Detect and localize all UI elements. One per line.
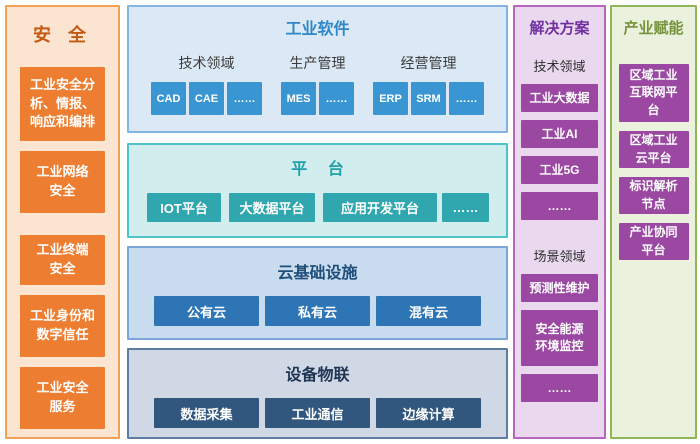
industry-chip-regional-iiot-platform: 区域工业 互联网平 台: [618, 64, 689, 122]
industry-enablement-title: 产业赋能: [623, 20, 684, 37]
device-chip-edge-computing: 边缘计算: [376, 398, 481, 428]
software-chip-erp: ERP: [373, 82, 408, 115]
software-group-tech: 技术领域 CAD CAE ……: [151, 53, 262, 115]
device-chip-row: 数据采集 工业通信 边缘计算: [129, 398, 506, 428]
platform-chip-bigdata: 大数据平台: [229, 193, 315, 222]
software-group-business: 经营管理 ERP SRM ……: [373, 53, 484, 115]
chip-row-tech: CAD CAE ……: [151, 82, 262, 115]
group-header-tech: 技术领域: [178, 55, 235, 71]
software-chip-cae: CAE: [189, 82, 224, 115]
industry-chip-id-resolution-node: 标识解析 节点: [618, 177, 689, 214]
industry-chip-collaboration-platform: 产业协同 平台: [618, 223, 689, 260]
platform-box: 平 台 IOT平台 大数据平台 应用开发平台 ……: [127, 143, 508, 238]
solutions-title: 解决方案: [529, 20, 590, 37]
security-item-network: 工业网络 安全: [20, 151, 105, 213]
middle-column: 工业软件 技术领域 CAD CAE …… 生产管理 MES ……: [127, 5, 508, 439]
security-item-analysis: 工业安全分 析、情报、 响应和编排: [20, 67, 105, 141]
software-groups-row: 技术领域 CAD CAE …… 生产管理 MES …… 经营管理: [129, 53, 506, 115]
software-chip-business-more: ……: [449, 82, 484, 115]
cloud-chip-row: 公有云 私有云 混有云: [129, 296, 506, 326]
solutions-column: 解决方案 技术领域 工业大数据 工业AI 工业5G …… 场景领域 预测性维护 …: [513, 5, 606, 439]
industry-chip-regional-cloud-platform: 区域工业 云平台: [618, 131, 689, 168]
device-iot-box: 设备物联 数据采集 工业通信 边缘计算: [127, 348, 508, 439]
industry-enablement-column: 产业赋能 区域工业 互联网平 台 区域工业 云平台 标识解析 节点 产业协同 平…: [610, 5, 697, 439]
chip-row-production: MES ……: [281, 82, 354, 115]
platform-title: 平 台: [291, 161, 352, 178]
cloud-chip-public: 公有云: [154, 296, 259, 326]
device-chip-industrial-comm: 工业通信: [265, 398, 370, 428]
security-item-terminal: 工业终端 安全: [20, 235, 105, 285]
platform-chip-iot: IOT平台: [147, 193, 221, 222]
software-chip-mes: MES: [281, 82, 316, 115]
solution-chip-bigdata: 工业大数据: [521, 84, 598, 112]
platform-chip-appdev: 应用开发平台: [323, 193, 437, 222]
industrial-software-box: 工业软件 技术领域 CAD CAE …… 生产管理 MES ……: [127, 5, 508, 133]
cloud-chip-private: 私有云: [265, 296, 370, 326]
device-iot-title: 设备物联: [285, 367, 350, 384]
group-header-business: 经营管理: [400, 55, 457, 71]
chip-row-business: ERP SRM ……: [373, 82, 484, 115]
group-header-production: 生产管理: [289, 55, 346, 71]
solutions-subheader-scene: 场景领域: [533, 249, 586, 264]
security-column: 安 全 工业安全分 析、情报、 响应和编排 工业网络 安全 工业终端 安全 工业…: [5, 5, 120, 439]
solution-chip-ai: 工业AI: [521, 120, 598, 148]
solutions-subheader-tech: 技术领域: [533, 59, 586, 74]
cloud-chip-hybrid: 混有云: [376, 296, 481, 326]
solution-chip-5g: 工业5G: [521, 156, 598, 184]
software-chip-production-more: ……: [319, 82, 354, 115]
software-group-production: 生产管理 MES ……: [281, 53, 354, 115]
security-item-identity: 工业身份和 数字信任: [20, 295, 105, 357]
security-item-service: 工业安全 服务: [20, 367, 105, 429]
solution-chip-tech-more: ……: [521, 192, 598, 220]
software-chip-cad: CAD: [151, 82, 186, 115]
solution-chip-scene-more: ……: [521, 374, 598, 402]
industrial-software-title: 工业软件: [285, 21, 350, 38]
security-title: 安 全: [32, 25, 92, 45]
solution-chip-predictive-maintenance: 预测性维护: [521, 274, 598, 302]
solution-chip-safety-energy-env: 安全能源 环境监控: [521, 310, 598, 366]
platform-chip-more: ……: [442, 193, 489, 222]
cloud-infrastructure-title: 云基础设施: [277, 265, 358, 282]
software-chip-tech-more: ……: [227, 82, 262, 115]
cloud-infrastructure-box: 云基础设施 公有云 私有云 混有云: [127, 246, 508, 340]
device-chip-data-collection: 数据采集: [154, 398, 259, 428]
platform-chip-row: IOT平台 大数据平台 应用开发平台 ……: [129, 193, 506, 222]
software-chip-srm: SRM: [411, 82, 446, 115]
